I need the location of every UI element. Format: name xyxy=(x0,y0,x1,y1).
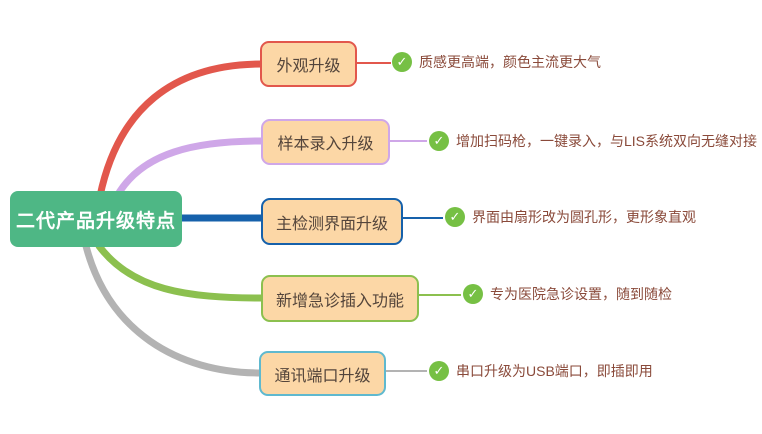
topic-emergency-insert-feature[interactable]: 新增急诊插入功能 xyxy=(261,275,419,322)
topic-label: 新增急诊插入功能 xyxy=(275,292,404,310)
note-comm-port-upgrade[interactable]: ✓ 串口升级为USB端口，即插即用 xyxy=(429,361,653,381)
branch-curve-sample-entry xyxy=(113,137,266,200)
branch-curve-emergency xyxy=(95,242,266,302)
note-sample-entry-upgrade[interactable]: ✓ 增加扫码枪，一键录入，与LIS系统双向无缝对接 xyxy=(429,131,757,151)
topic-main-interface-upgrade[interactable]: 主检测界面升级 xyxy=(261,198,403,245)
note-emergency-insert-feature[interactable]: ✓ 专为医院急诊设置，随到随检 xyxy=(463,284,672,304)
branch-curve-comm-port xyxy=(82,242,265,377)
topic-comm-port-upgrade[interactable]: 通讯端口升级 xyxy=(259,351,386,396)
check-icon: ✓ xyxy=(429,361,449,381)
topic-sample-entry-upgrade[interactable]: 样本录入升级 xyxy=(261,119,390,165)
root-topic-label: 二代产品升级特点 xyxy=(15,210,176,232)
check-icon: ✓ xyxy=(392,52,412,72)
topic-label: 主检测界面升级 xyxy=(275,215,388,233)
note-text: 质感更高端，颜色主流更大气 xyxy=(419,54,601,70)
note-text: 专为医院急诊设置，随到随检 xyxy=(490,286,672,302)
note-text: 增加扫码枪，一键录入，与LIS系统双向无缝对接 xyxy=(456,133,758,149)
note-text: 界面由扇形改为圆孔形，更形象直观 xyxy=(472,209,696,225)
topic-label: 通讯端口升级 xyxy=(274,367,371,385)
check-icon: ✓ xyxy=(445,207,465,227)
branch-curve-appearance xyxy=(96,60,266,200)
check-icon: ✓ xyxy=(429,131,449,151)
note-main-interface-upgrade[interactable]: ✓ 界面由扇形改为圆孔形，更形象直观 xyxy=(445,207,696,227)
root-topic[interactable]: 二代产品升级特点 xyxy=(10,191,182,247)
topic-appearance-upgrade[interactable]: 外观升级 xyxy=(260,41,357,87)
note-appearance-upgrade[interactable]: ✓ 质感更高端，颜色主流更大气 xyxy=(392,52,601,72)
topic-label: 样本录入升级 xyxy=(277,136,374,153)
check-icon: ✓ xyxy=(463,284,483,304)
note-text: 串口升级为USB端口，即插即用 xyxy=(456,363,653,379)
topic-label: 外观升级 xyxy=(276,58,341,75)
